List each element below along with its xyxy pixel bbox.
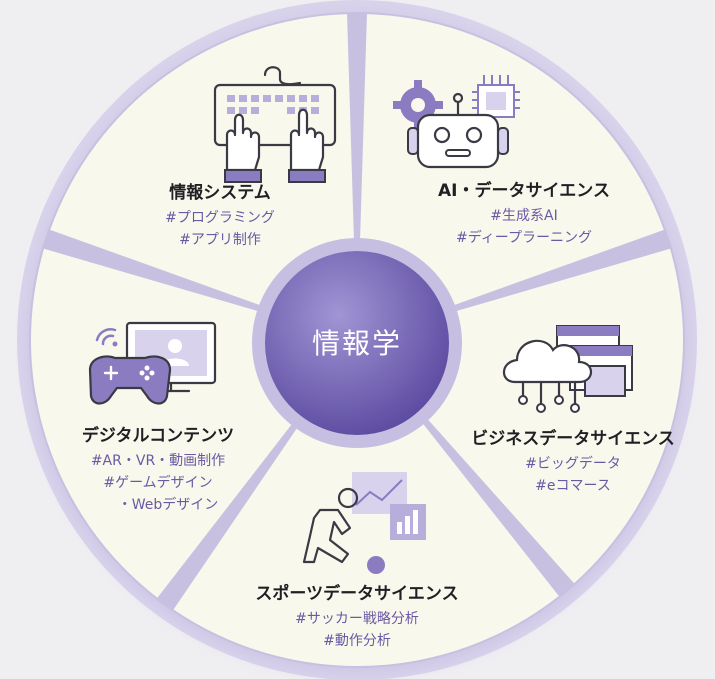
segment-tag: ・Webデザイン <box>118 496 219 513</box>
robot-chip-icon <box>393 75 520 169</box>
segment-tag: #プログラミング <box>165 210 275 226</box>
segment-label-ai: AI・データサイエンス #生成系AI #ディープラーニング <box>438 180 610 246</box>
game-monitor-icon <box>88 321 217 405</box>
segment-label-business: ビジネスデータサイエンス #ビッグデータ #eコマース <box>471 428 675 494</box>
segment-tag: #動作分析 <box>323 633 391 649</box>
segment-info-system[interactable] <box>357 14 664 341</box>
center-label: 情報学 <box>312 327 402 360</box>
segment-label-sports: スポーツデータサイエンス #サッカー戦略分析 #動作分析 <box>255 583 458 649</box>
segment-title: スポーツデータサイエンス <box>255 583 458 604</box>
segment-tag: #ビッグデータ <box>525 455 621 472</box>
segment-tag: #生成系AI <box>490 208 557 224</box>
center-hub[interactable] <box>265 251 449 435</box>
segment-title: デジタルコンテンツ <box>82 425 234 446</box>
keyboard-hands-icon <box>213 66 337 183</box>
segment-label-digital: デジタルコンテンツ #AR・VR・動画制作 #ゲームデザイン ・Webデザイン <box>82 425 234 513</box>
segment-tag: #ゲームデザイン <box>103 474 212 491</box>
segment-label-info-system: 情報システム #プログラミング #アプリ制作 <box>165 182 275 248</box>
segment-tag: #サッカー戦略分析 <box>295 611 419 627</box>
segment-tag: #eコマース <box>535 478 611 494</box>
segment-title: 情報システム <box>169 182 271 203</box>
segment-tag: #アプリ制作 <box>179 232 261 248</box>
segment-tag: #AR・VR・動画制作 <box>91 453 225 469</box>
segment-title: ビジネスデータサイエンス <box>471 428 675 449</box>
segment-tag: #ディープラーニング <box>456 229 592 246</box>
soccer-player-icon <box>302 472 426 574</box>
cloud-network-icon <box>502 325 633 413</box>
segment-title: AI・データサイエンス <box>438 180 610 201</box>
